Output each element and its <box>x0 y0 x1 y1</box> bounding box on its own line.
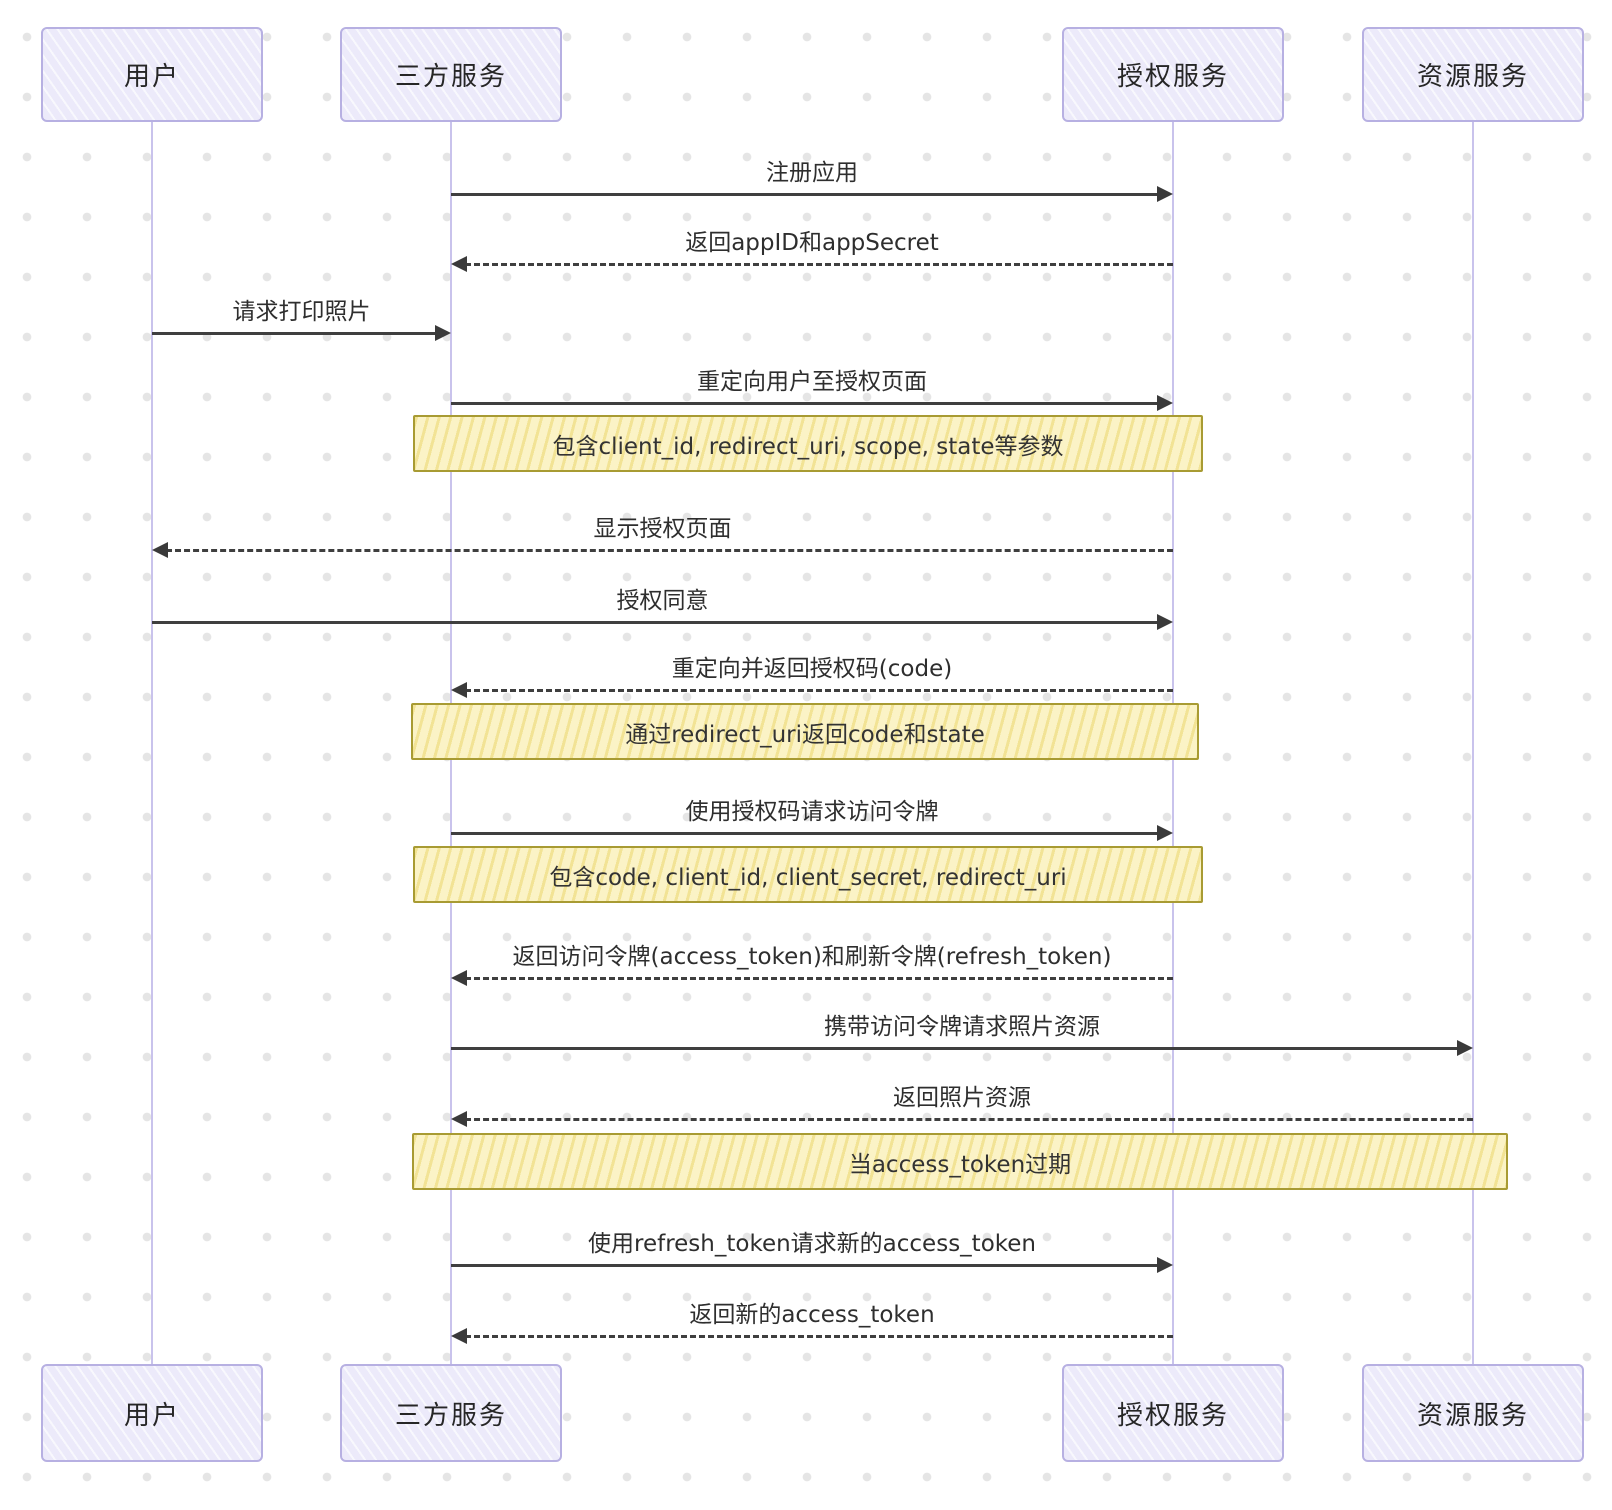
arrowhead-icon <box>1157 186 1173 202</box>
message-line <box>451 193 1159 196</box>
lifeline-user <box>151 122 153 1364</box>
actor-box-third-party-bottom: 三方服务 <box>340 1364 562 1462</box>
arrowhead-icon <box>435 325 451 341</box>
message-line <box>465 1335 1173 1338</box>
message-line <box>451 402 1159 405</box>
message-label: 注册应用 <box>766 160 858 186</box>
message-label: 返回appID和appSecret <box>685 230 939 256</box>
message-label: 携带访问令牌请求照片资源 <box>824 1014 1100 1040</box>
actor-label: 授权服务 <box>1116 62 1229 92</box>
actor-box-resource-top: 资源服务 <box>1362 27 1584 122</box>
actor-label: 资源服务 <box>1416 1400 1529 1431</box>
message-label: 返回新的access_token <box>689 1302 935 1328</box>
lifeline-resource-service <box>1472 122 1474 1364</box>
note-access-token-expired: 当access_token过期 <box>412 1133 1508 1190</box>
message-label: 显示授权页面 <box>593 516 732 542</box>
actor-label: 三方服务 <box>394 1400 507 1431</box>
message-line <box>465 1118 1473 1121</box>
arrowhead-icon <box>1157 614 1173 630</box>
arrowhead-icon <box>152 542 168 558</box>
message-label: 使用refresh_token请求新的access_token <box>588 1231 1036 1257</box>
arrowhead-icon <box>1457 1040 1473 1056</box>
actor-label: 三方服务 <box>394 62 507 92</box>
arrowhead-icon <box>451 256 467 272</box>
message-label: 请求打印照片 <box>232 299 371 325</box>
message-line <box>166 549 1173 552</box>
actor-box-auth-bottom: 授权服务 <box>1062 1364 1284 1462</box>
message-line <box>451 832 1159 835</box>
message-line <box>465 263 1173 266</box>
arrowhead-icon <box>451 1111 467 1127</box>
actor-label: 资源服务 <box>1416 62 1529 92</box>
actor-label: 授权服务 <box>1116 1400 1229 1431</box>
actor-box-user-bottom: 用户 <box>41 1364 263 1462</box>
actor-label: 用户 <box>123 62 180 92</box>
message-line <box>451 1264 1159 1267</box>
message-label: 返回访问令牌(access_token)和刷新令牌(refresh_token) <box>512 944 1112 970</box>
message-line <box>152 332 437 335</box>
note-redirect-code-state: 通过redirect_uri返回code和state <box>411 703 1199 760</box>
arrowhead-icon <box>451 970 467 986</box>
arrowhead-icon <box>1157 1257 1173 1273</box>
arrowhead-icon <box>451 1328 467 1344</box>
actor-label: 用户 <box>123 1400 180 1431</box>
actor-box-auth-top: 授权服务 <box>1062 27 1284 122</box>
actor-box-user-top: 用户 <box>41 27 263 122</box>
message-line <box>465 977 1173 980</box>
message-label: 使用授权码请求访问令牌 <box>685 799 939 825</box>
note-token-request-params: 包含code, client_id, client_secret, redire… <box>413 846 1203 903</box>
arrowhead-icon <box>1157 395 1173 411</box>
message-label: 授权同意 <box>616 588 709 614</box>
actor-box-resource-bottom: 资源服务 <box>1362 1364 1584 1462</box>
message-label: 重定向并返回授权码(code) <box>671 656 953 682</box>
message-line <box>451 1047 1459 1050</box>
arrowhead-icon <box>1157 825 1173 841</box>
actor-box-third-party-top: 三方服务 <box>340 27 562 122</box>
arrowhead-icon <box>451 682 467 698</box>
message-line <box>465 689 1173 692</box>
message-label: 重定向用户至授权页面 <box>697 369 927 395</box>
message-line <box>152 621 1157 624</box>
message-label: 返回照片资源 <box>893 1085 1031 1111</box>
note-auth-page-params: 包含client_id, redirect_uri, scope, state等… <box>413 415 1203 472</box>
